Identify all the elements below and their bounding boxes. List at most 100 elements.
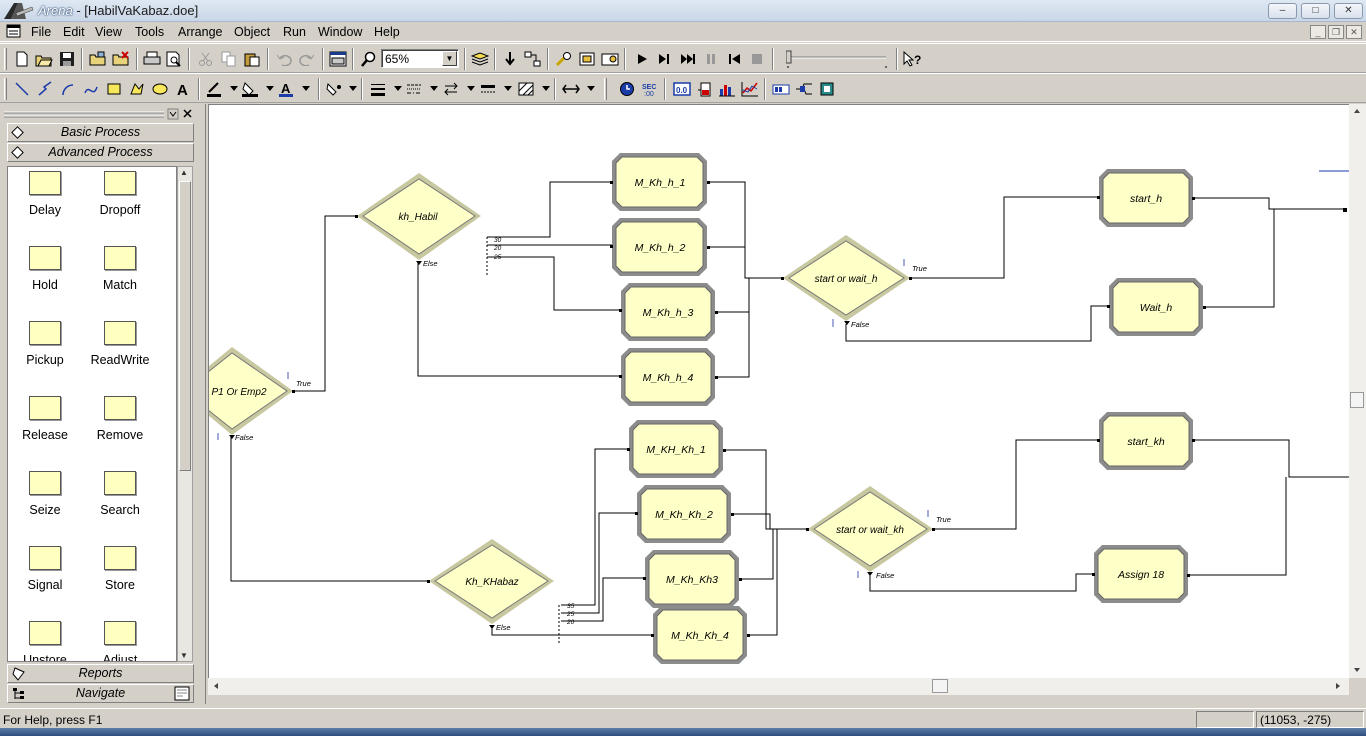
line-style-icon[interactable] [404, 79, 424, 99]
decision-kh-khabaz[interactable]: Kh_KHabaz [429, 539, 554, 624]
print-preview-icon[interactable] [164, 49, 184, 69]
menu-file[interactable]: File [31, 25, 52, 39]
document-system-menu-icon[interactable] [6, 24, 22, 39]
step-icon[interactable] [655, 49, 675, 69]
ellipse-tool-icon[interactable] [150, 79, 170, 99]
canvas-vertical-scrollbar[interactable] [1349, 104, 1366, 678]
undo-icon[interactable] [274, 49, 294, 69]
line-width-icon[interactable] [368, 79, 388, 99]
polygon-tool-icon[interactable] [127, 79, 147, 99]
module-pickup[interactable]: Pickup [8, 321, 85, 367]
cut-icon[interactable] [196, 49, 216, 69]
doc-close-button[interactable]: ✕ [1346, 25, 1362, 39]
print-icon[interactable] [142, 49, 162, 69]
close-button[interactable]: ✕ [1334, 3, 1363, 19]
module-match[interactable]: Match [80, 246, 160, 292]
module-release[interactable]: Release [8, 396, 85, 442]
scroll-down-icon[interactable]: ▼ [180, 651, 188, 660]
process-m-kh-kh-4[interactable]: M_Kh_Kh_4 [653, 606, 747, 664]
copy-icon[interactable] [219, 49, 239, 69]
clock-icon[interactable] [617, 79, 637, 99]
submodel-down-icon[interactable] [500, 49, 520, 69]
process-start-kh[interactable]: start_kh [1099, 412, 1193, 470]
toggle-panel-icon[interactable] [328, 49, 348, 69]
arc-tool-icon[interactable] [58, 79, 78, 99]
module-palette-scrollbar[interactable]: ▲ ▼ [177, 166, 193, 662]
module-search[interactable]: Search [80, 471, 160, 517]
snap-icon[interactable] [561, 79, 581, 99]
zoom-combo[interactable]: 65%▼ [381, 49, 459, 68]
scrollbar-thumb[interactable] [932, 679, 948, 693]
new-file-icon[interactable] [12, 49, 32, 69]
menu-object[interactable]: Object [234, 25, 271, 39]
decision-start-wait-h[interactable]: start or wait_h [783, 235, 910, 321]
redo-icon[interactable] [297, 49, 317, 69]
menu-arrange[interactable]: Arrange [178, 25, 223, 39]
animate-connector-icon[interactable] [577, 49, 597, 69]
doc-minimize-button[interactable]: _ [1310, 25, 1326, 39]
chevron-down-icon[interactable] [536, 79, 556, 99]
chevron-down-icon[interactable] [343, 79, 363, 99]
fill-color-icon[interactable] [240, 79, 260, 99]
process-m-kh-kh-1[interactable]: M_KH_Kh_1 [629, 420, 723, 478]
module-unstore[interactable]: Unstore [8, 621, 85, 661]
decision-emp[interactable]: P1 Or Emp2 [209, 347, 293, 435]
station-icon[interactable] [817, 79, 837, 99]
chevron-down-icon[interactable]: ▼ [442, 51, 457, 66]
date-icon[interactable]: SEC:00 [640, 79, 660, 99]
window-background-color-icon[interactable] [324, 79, 344, 99]
zoom-magnifier-icon[interactable] [359, 49, 379, 69]
connector-lines[interactable] [230, 170, 1349, 636]
open-folder-icon[interactable] [34, 49, 54, 69]
chevron-down-icon[interactable] [498, 79, 518, 99]
menu-tools[interactable]: Tools [135, 25, 165, 39]
fast-forward-icon[interactable] [678, 49, 698, 69]
scroll-up-icon[interactable]: ▲ [180, 168, 188, 177]
chevron-down-icon[interactable] [581, 79, 601, 99]
process-m-kh-h-4[interactable]: M_Kh_h_4 [621, 348, 715, 406]
module-readwrite[interactable]: ReadWrite [80, 321, 160, 367]
chevron-down-icon[interactable] [424, 79, 444, 99]
plot-icon[interactable] [740, 79, 760, 99]
animation-speed-slider[interactable] [786, 50, 890, 68]
decision-kh-habil[interactable]: kh_Habil [357, 173, 481, 260]
minimize-button[interactable]: – [1268, 3, 1297, 19]
process-m-kh-kh-2[interactable]: M_Kh_Kh_2 [637, 485, 731, 543]
level-icon[interactable] [695, 79, 715, 99]
line-pattern-icon[interactable] [478, 79, 498, 99]
navigate-panel-header[interactable]: Navigate [7, 684, 194, 703]
module-adjust[interactable]: Adjust [80, 621, 160, 661]
module-dropoff[interactable]: Dropoff [80, 171, 160, 217]
connect-icon[interactable] [523, 49, 543, 69]
menu-help[interactable]: Help [374, 25, 400, 39]
process-assign-18[interactable]: Assign 18 [1094, 545, 1188, 603]
process-m-kh-h-2[interactable]: M_Kh_h_2 [612, 218, 707, 276]
process-m-kh-h-1[interactable]: M_Kh_h_1 [612, 153, 707, 211]
box-tool-icon[interactable] [104, 79, 124, 99]
chevron-down-icon[interactable] [388, 79, 408, 99]
text-tool-icon[interactable]: A [173, 79, 193, 99]
start-over-icon[interactable] [725, 49, 745, 69]
chevron-down-icon[interactable] [461, 79, 481, 99]
basic-process-panel-header[interactable]: Basic Process [7, 123, 194, 142]
process-m-kh-kh3[interactable]: M_Kh_Kh3 [645, 550, 739, 608]
pause-icon[interactable] [701, 49, 721, 69]
menu-run[interactable]: Run [283, 25, 306, 39]
bezier-tool-icon[interactable] [81, 79, 101, 99]
line-tool-icon[interactable] [12, 79, 32, 99]
module-store[interactable]: Store [80, 546, 160, 592]
chevron-down-icon[interactable] [260, 79, 280, 99]
module-signal[interactable]: Signal [8, 546, 85, 592]
menu-window[interactable]: Window [318, 25, 363, 39]
scrollbar-thumb[interactable] [179, 181, 191, 471]
polyline-tool-icon[interactable] [35, 79, 55, 99]
scrollbar-thumb[interactable] [1350, 392, 1364, 408]
context-help-icon[interactable]: ? [903, 49, 923, 69]
navigate-thumbnail-icon[interactable] [174, 686, 190, 701]
reports-panel-header[interactable]: Reports [7, 664, 194, 683]
model-canvas[interactable]: P1 Or Emp2 kh_Habil start or wait_h Kh_K… [208, 104, 1349, 678]
text-color-icon[interactable]: A [276, 79, 296, 99]
chevron-down-icon[interactable] [296, 79, 316, 99]
menu-edit[interactable]: Edit [63, 25, 85, 39]
advanced-process-panel-header[interactable]: Advanced Process [7, 143, 194, 162]
